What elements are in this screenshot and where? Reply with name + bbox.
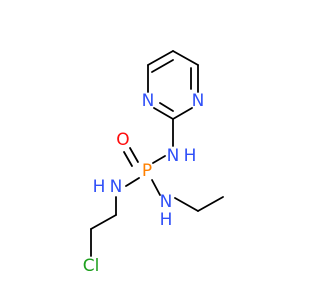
- bond-p-to-right-nh: [151, 179, 161, 196]
- bond-ring-right-lower: [172, 107, 193, 120]
- bonds: [90, 50, 224, 257]
- bond-ring-top-left-inner: [151, 59, 174, 73]
- bond-ring-left-lower: [153, 107, 174, 120]
- atom-p: P: [142, 161, 152, 181]
- atom-labels: N N O P N H H N N H Cl: [83, 91, 205, 276]
- atom-n-chloroethyl: N: [110, 177, 123, 197]
- atom-h-chloroethyl: H: [93, 177, 106, 197]
- bond-ch2-ch2: [90, 214, 117, 230]
- atom-n-ring-right: N: [192, 91, 205, 111]
- bond-nh-to-ethyl-ch2: [174, 197, 199, 212]
- atom-cl: Cl: [83, 256, 100, 276]
- atom-h-ethyl: H: [160, 210, 173, 230]
- bond-nh-to-p: [152, 155, 166, 164]
- bond-p-to-left-nh: [125, 177, 140, 187]
- bond-ring-left-lower-inner: [159, 102, 174, 112]
- atom-n-ethyl: N: [160, 192, 173, 212]
- bond-ring-top-right: [172, 50, 199, 66]
- bond-p-o-a: [129, 147, 139, 163]
- atom-o: O: [116, 130, 129, 150]
- atom-h-pyrimidinyl: H: [184, 146, 197, 166]
- bond-ethyl-ch2-ch3: [197, 196, 224, 212]
- bond-ring-top-left: [147, 50, 174, 66]
- atom-n-pyrimidinyl: N: [167, 146, 180, 166]
- bond-p-o-b: [123, 151, 133, 167]
- atom-n-ring-left: N: [142, 91, 155, 111]
- molecule-structure: N N O P N H H N N H Cl: [83, 50, 224, 276]
